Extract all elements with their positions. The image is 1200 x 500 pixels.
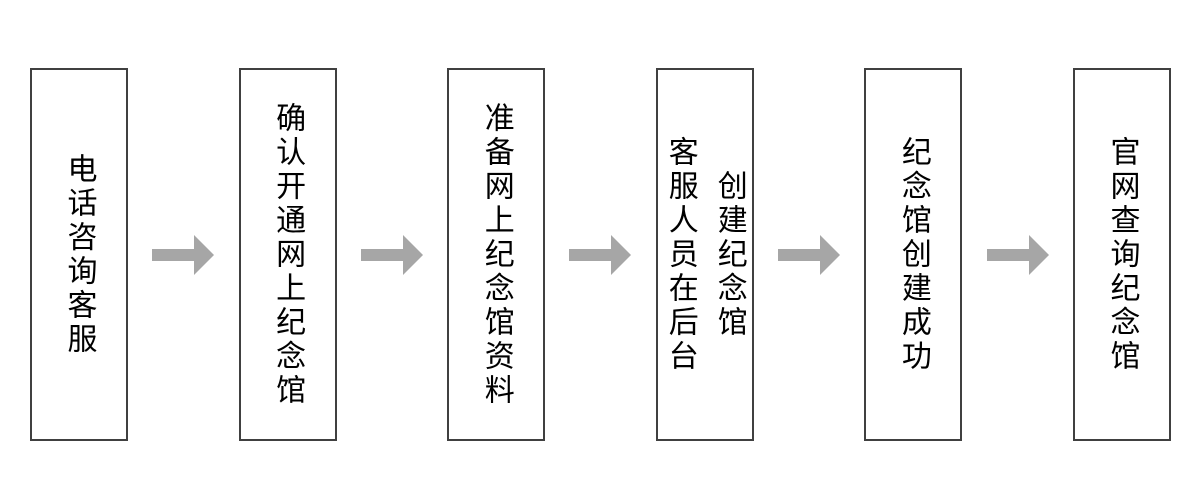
flow-step-2: 确认开通网上纪念馆 [238,68,337,441]
arrow-head [611,234,632,275]
step-6-text: 官网查询纪念馆 [1097,136,1146,374]
connector-gap-2 [337,68,448,441]
arrow-shaft [986,248,1029,261]
step-text-line: 电话咨询客服 [62,152,96,357]
connector-gap-4 [754,68,865,441]
flow-row: 电话咨询客服 确认开通网上纪念馆 准备网上纪念馆资料 [30,68,1171,441]
flow-step-6: 官网查询纪念馆 [1072,68,1171,441]
connector-gap-5 [962,68,1073,441]
flow-step-3: 准备网上纪念馆资料 [447,68,546,441]
step-1-text: 电话咨询客服 [55,153,104,357]
right-arrow-icon [778,234,841,275]
arrow-head [820,234,841,275]
arrow-head [402,234,423,275]
step-4-text: 客服人员在后台 创建纪念馆 [656,136,754,374]
step-text-line: 确认开通网上纪念馆 [271,101,305,408]
flow-step-4: 客服人员在后台 创建纪念馆 [655,68,754,441]
flow-step-5: 纪念馆创建成功 [864,68,963,441]
step-text-line: 纪念馆创建成功 [896,135,930,374]
step-3-text: 准备网上纪念馆资料 [472,102,521,408]
step-text-line: 准备网上纪念馆资料 [479,101,513,408]
step-text-line: 官网查询纪念馆 [1105,135,1139,374]
step-2-text: 确认开通网上纪念馆 [263,102,312,408]
arrow-shaft [360,248,403,261]
connector-gap-3 [545,68,656,441]
flow-step-1: 电话咨询客服 [30,68,128,441]
step-text-line: 客服人员在后台 [663,135,697,374]
right-arrow-icon [360,234,423,275]
arrow-shaft [569,248,612,261]
step-text-line: 创建纪念馆 [712,169,746,340]
step-5-text: 纪念馆创建成功 [889,136,938,374]
right-arrow-icon [569,234,632,275]
arrow-head [1028,234,1049,275]
arrow-head [194,234,215,275]
arrow-shaft [778,248,821,261]
right-arrow-icon [152,234,215,275]
right-arrow-icon [986,234,1049,275]
arrow-shaft [152,248,195,261]
connector-gap-1 [128,68,239,441]
